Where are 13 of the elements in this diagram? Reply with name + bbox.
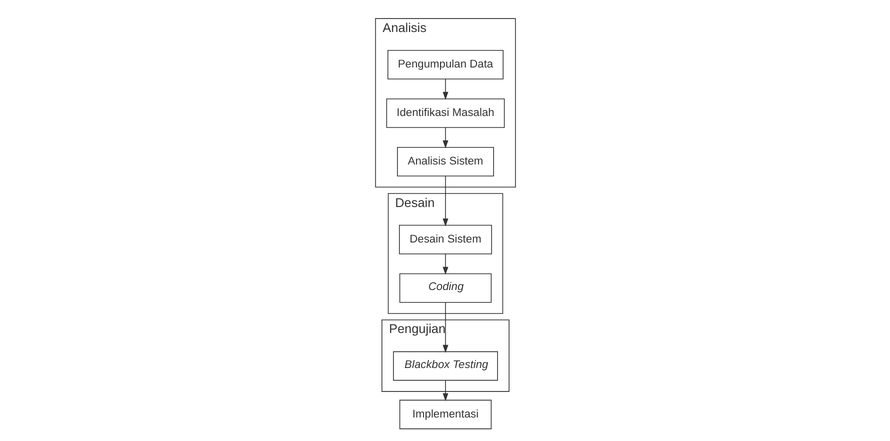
arrow: [442, 78, 448, 100]
node-box: Blackbox Testing: [392, 351, 498, 381]
node-box: Identifikasi Masalah: [386, 98, 504, 128]
arrow: [442, 380, 448, 402]
node-box: Analisis Sistem: [396, 146, 494, 176]
arrow: [442, 302, 448, 353]
node-box: Desain Sistem: [398, 224, 492, 254]
arrow: [442, 176, 448, 226]
node-box: Coding: [398, 273, 492, 303]
arrow: [442, 254, 448, 275]
arrow: [442, 127, 448, 148]
node-box: Pengumpulan Data: [386, 50, 504, 80]
node-box: Implementasi: [398, 400, 492, 430]
